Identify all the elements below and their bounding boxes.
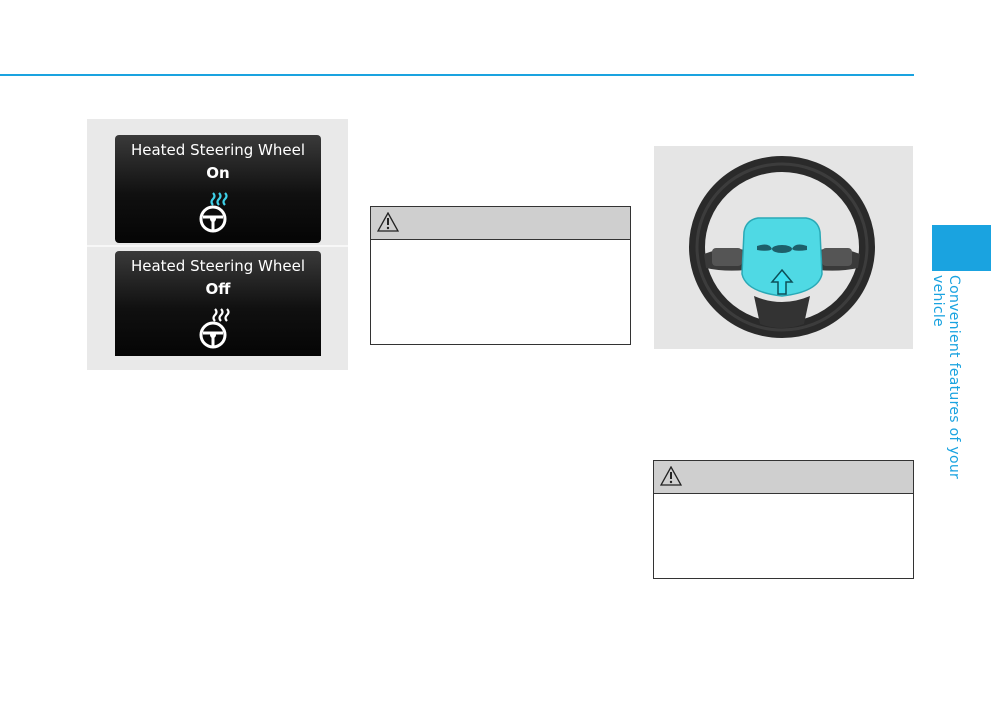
- warning-header: [654, 461, 913, 494]
- display-title: Heated Steering Wheel: [130, 141, 306, 159]
- display-title: Heated Steering Wheel: [130, 257, 306, 275]
- steering-wheel-icon: [689, 156, 875, 338]
- warning-box: [653, 460, 914, 579]
- header-rule: [0, 74, 914, 76]
- heated-steering-wheel-on-icon: [199, 192, 228, 233]
- display-panel-on: Heated Steering Wheel On: [115, 135, 321, 243]
- heated-steering-wheel-off-icon: [199, 308, 230, 349]
- display-panel-off: Heated Steering Wheel Off: [115, 251, 321, 356]
- display-divider: [87, 245, 348, 247]
- display-state: Off: [205, 280, 231, 298]
- display-state: On: [206, 164, 230, 182]
- steering-wheel-figure: [654, 146, 913, 349]
- chapter-tab: [932, 225, 991, 271]
- warning-triangle-icon: [377, 212, 399, 232]
- warning-triangle-icon: [660, 466, 682, 486]
- cluster-display-figure: Heated Steering Wheel On Heated Steering…: [87, 119, 348, 370]
- chapter-label: Convenient features of your vehicle: [930, 275, 962, 480]
- warning-box: [370, 206, 631, 345]
- warning-header: [371, 207, 630, 240]
